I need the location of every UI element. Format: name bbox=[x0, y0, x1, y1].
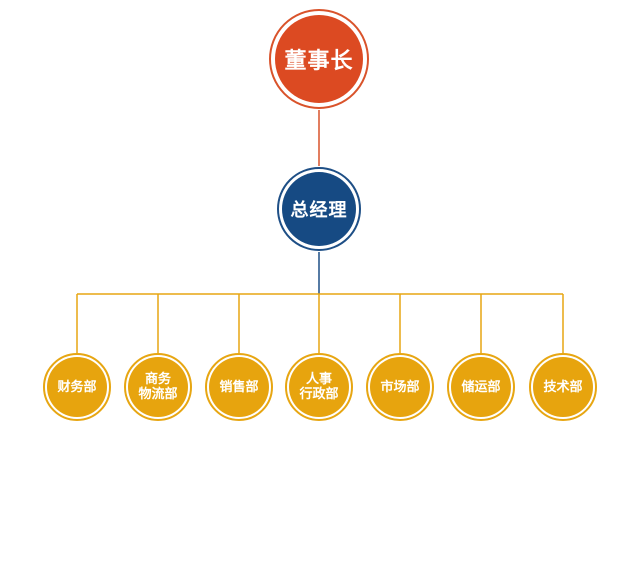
general-manager-label: 总经理 bbox=[282, 172, 356, 246]
department-label-line2: 物流部 bbox=[138, 387, 178, 402]
department-label-line1: 商务 bbox=[144, 372, 171, 387]
department-node-storage-transport: 储运部 bbox=[447, 353, 515, 421]
chairman-node: 董事长 bbox=[269, 9, 369, 109]
department-node-finance: 财务部 bbox=[43, 353, 111, 421]
department-node-hr-admin: 人事 行政部 bbox=[285, 353, 353, 421]
department-label-line2: 行政部 bbox=[299, 387, 339, 402]
chairman-label: 董事长 bbox=[275, 15, 363, 103]
department-node-marketing: 市场部 bbox=[366, 353, 434, 421]
general-manager-node: 总经理 bbox=[277, 167, 361, 251]
department-label: 销售部 bbox=[219, 379, 259, 395]
department-drop-lines bbox=[76, 294, 564, 353]
department-label: 财务部 bbox=[57, 379, 97, 395]
department-node-sales: 销售部 bbox=[205, 353, 273, 421]
department-label: 储运部 bbox=[461, 379, 501, 395]
department-label-line1: 人事 bbox=[305, 372, 332, 387]
department-node-commerce-logistics: 商务 物流部 bbox=[124, 353, 192, 421]
department-node-technology: 技术部 bbox=[529, 353, 597, 421]
department-label: 市场部 bbox=[380, 379, 420, 395]
department-label: 技术部 bbox=[543, 379, 583, 395]
